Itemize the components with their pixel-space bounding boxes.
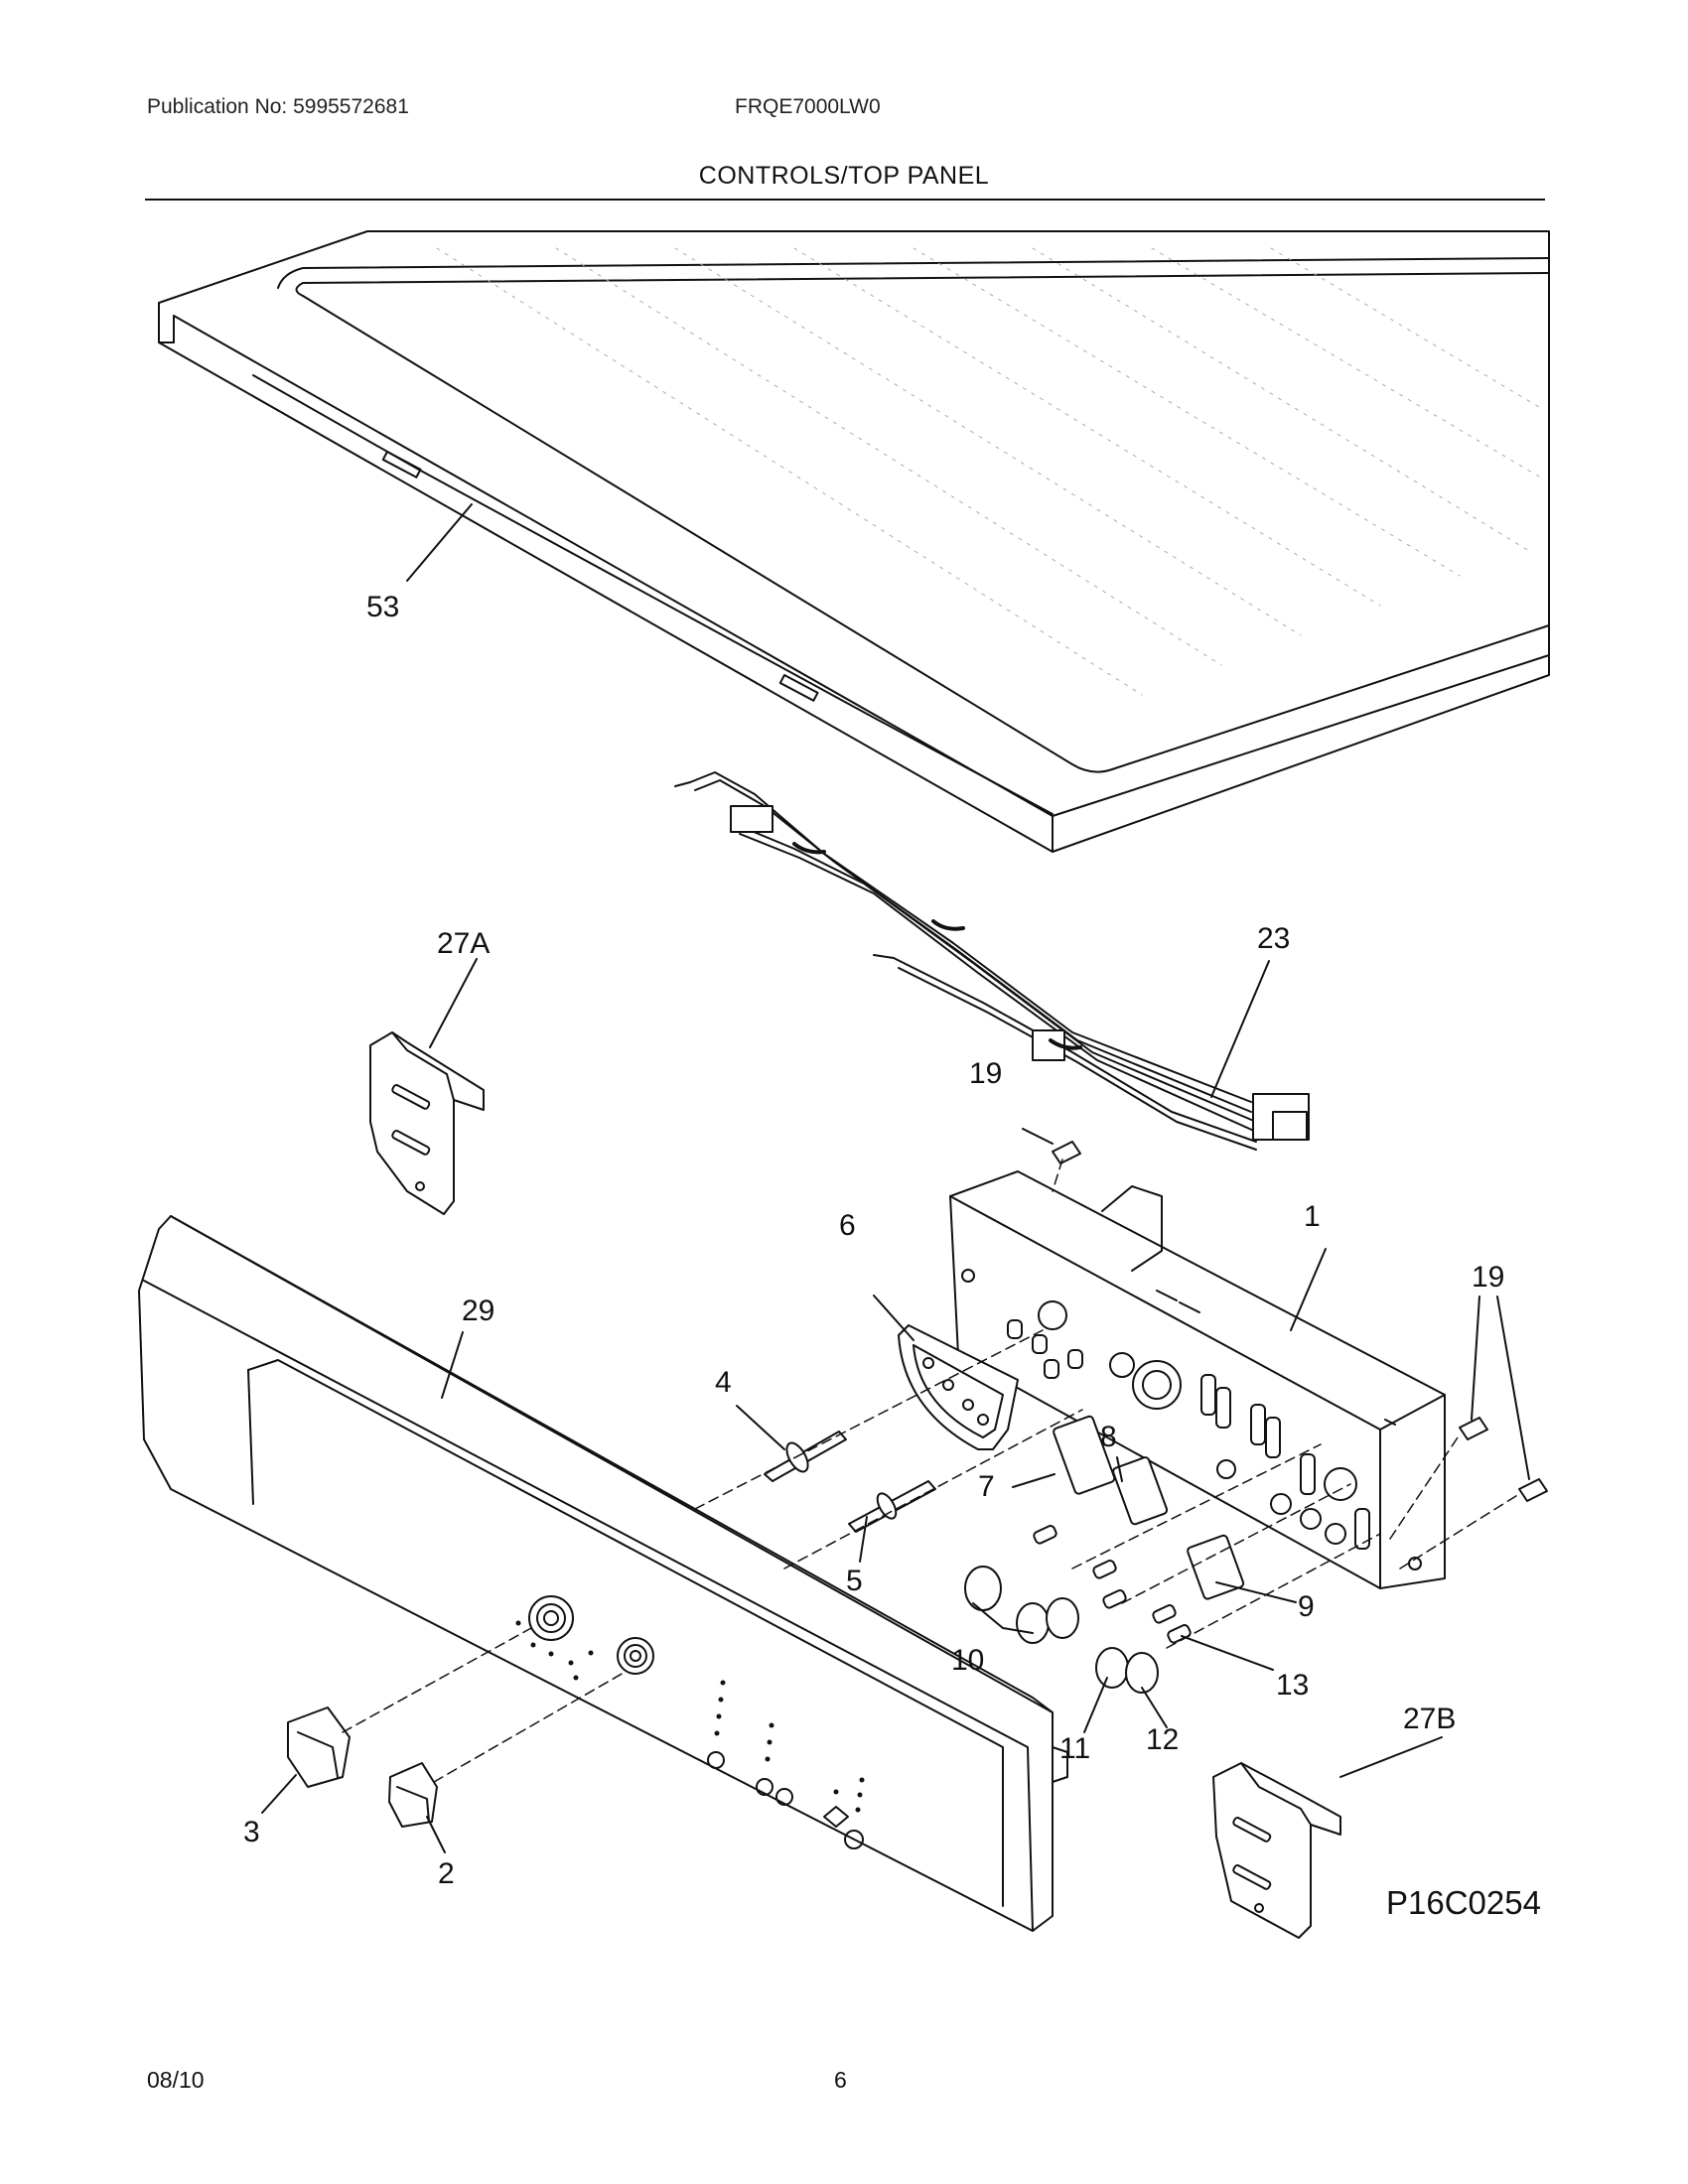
page-number: 6	[834, 2067, 847, 2093]
header-rule	[145, 199, 1545, 201]
callout-23: 23	[1257, 922, 1290, 955]
bracket-27b-part	[1212, 1762, 1341, 1939]
knob-3-part	[287, 1706, 351, 1788]
top-panel-part	[158, 230, 1550, 853]
callout-2: 2	[438, 1857, 455, 1890]
callout-5: 5	[846, 1565, 863, 1597]
callout-53: 53	[366, 591, 399, 623]
button-7-part	[1053, 1415, 1116, 1495]
callout-9: 9	[1298, 1590, 1315, 1623]
screw-19-top-part	[1052, 1141, 1081, 1164]
knob-caps-10-part	[964, 1566, 1079, 1644]
publication-date: 08/10	[147, 2067, 205, 2093]
callout-1: 1	[1304, 1200, 1321, 1233]
callout-12: 12	[1146, 1723, 1179, 1756]
callout-27a: 27A	[437, 927, 490, 960]
callout-10: 10	[951, 1644, 984, 1677]
console-panel-part	[138, 1215, 1068, 1932]
callout-6: 6	[839, 1209, 856, 1242]
bracket-27a-part	[369, 1031, 485, 1215]
callout-3: 3	[243, 1816, 260, 1848]
callout-7: 7	[978, 1470, 995, 1503]
screw-19-right-part	[1459, 1417, 1548, 1502]
section-title: CONTROLS/TOP PANEL	[698, 162, 990, 190]
control-board-part	[949, 1170, 1446, 1589]
callout-11: 11	[1059, 1732, 1090, 1765]
figure-code: P16C0254	[1386, 1884, 1541, 1921]
display-lens-part	[898, 1324, 1019, 1450]
shaft-4-part	[764, 1431, 847, 1482]
publication-number: Publication No: 5995572681	[147, 95, 409, 118]
shaft-5-part	[848, 1480, 936, 1533]
callout-13: 13	[1276, 1669, 1309, 1702]
callout-4: 4	[715, 1366, 732, 1399]
callout-27b: 27B	[1403, 1703, 1456, 1735]
callout-19-right: 19	[1472, 1261, 1504, 1294]
callout-8: 8	[1100, 1421, 1117, 1453]
knob-caps-11-12-part	[1095, 1647, 1159, 1694]
callout-19-top: 19	[969, 1057, 1002, 1090]
wire-harness-part	[674, 771, 1310, 1151]
model-number: FRQE7000LW0	[735, 95, 881, 118]
callout-29: 29	[462, 1295, 494, 1327]
button-8-part	[1112, 1456, 1169, 1526]
button-9-part	[1187, 1534, 1245, 1600]
knob-2-part	[388, 1762, 438, 1828]
